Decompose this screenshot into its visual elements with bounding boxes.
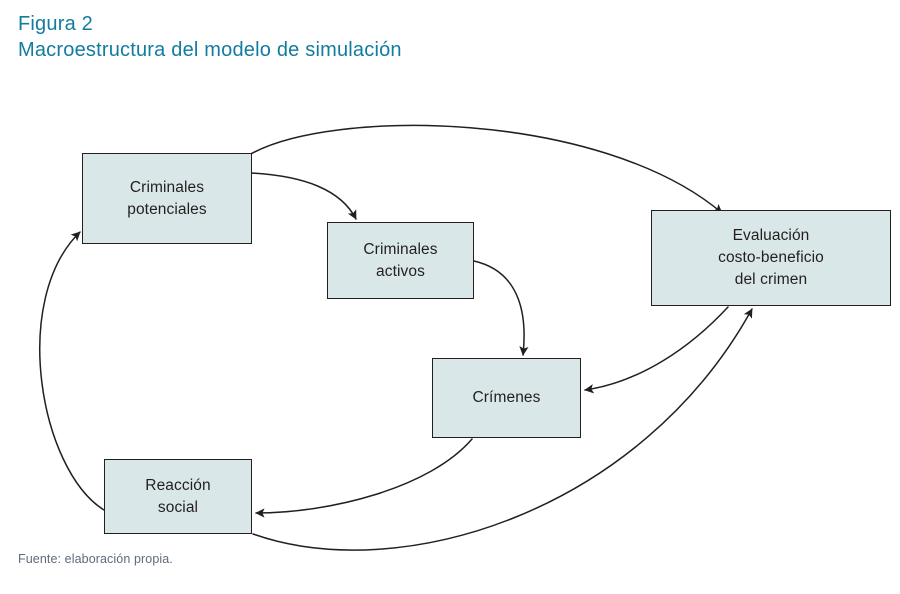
node-reaccion-social[interactable]: Reacción social [104, 459, 252, 534]
figure-label: Figura 2 [18, 13, 93, 35]
figure-caption: Macroestructura del modelo de simulación [18, 38, 402, 61]
edge-criminales-potenciales-to-evaluacion [248, 124, 723, 214]
figure-title-block: Figura 2 Macroestructura del modelo de s… [18, 12, 402, 63]
node-criminales-activos[interactable]: Criminales activos [327, 222, 474, 299]
figure-source: Fuente: elaboración propia. [18, 552, 173, 566]
node-evaluacion-costo-beneficio[interactable]: Evaluación costo-beneficio del crimen [651, 210, 891, 306]
node-criminales-potenciales[interactable]: Criminales potenciales [82, 153, 252, 244]
edge-criminales-activos-to-crimenes [473, 260, 529, 356]
edge-reaccion-social-to-criminales-potenciales [39, 231, 105, 511]
node-crimenes[interactable]: Crímenes [432, 358, 581, 438]
edge-criminales-potenciales-to-criminales-activos [250, 172, 357, 220]
edge-reaccion-social-to-evaluacion [252, 308, 753, 551]
edge-crimenes-to-reaccion-social [255, 438, 473, 518]
edge-evaluacion-to-crimenes [584, 306, 729, 394]
